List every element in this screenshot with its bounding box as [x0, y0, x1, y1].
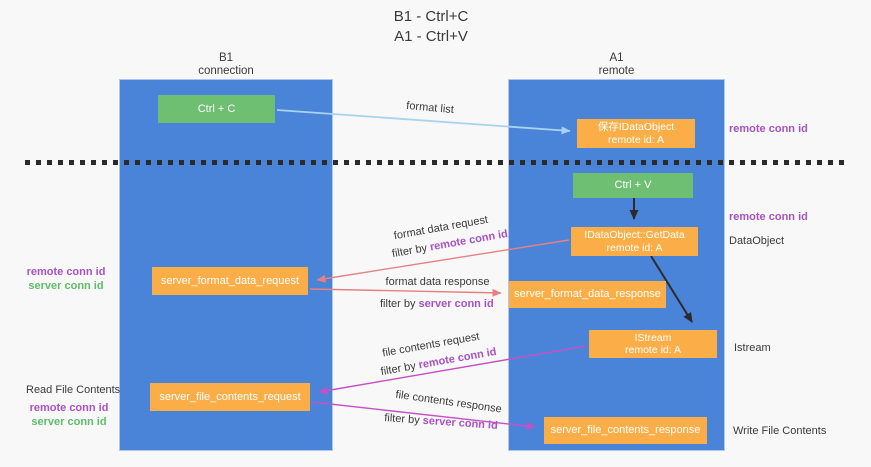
- getdata-line2: remote id: A: [606, 241, 663, 254]
- ctrl-c-node: Ctrl + C: [158, 95, 275, 123]
- getdata-line1: IDataObject::GetData: [584, 229, 685, 241]
- lane-a1-name: A1: [609, 52, 624, 64]
- lane-header-b1: B1 connection: [119, 52, 333, 78]
- server-conn-id-annotation-left: server conn id: [28, 280, 104, 292]
- filter-by-text: filter by: [379, 359, 420, 379]
- lane-header-a1: A1 remote: [508, 52, 725, 78]
- write-file-contents-annotation: Write File Contents: [733, 425, 827, 437]
- server-format-data-request-node: server_format_data_request: [152, 267, 308, 295]
- ctrl-v-label: Ctrl + V: [614, 179, 652, 191]
- session-separator-dashed-line: [25, 160, 845, 165]
- lane-b1-name: B1: [218, 52, 234, 64]
- server-file-contents-request-label: server_file_contents_request: [159, 390, 301, 403]
- filter-by-server-conn-id-label-1: filter by server conn id: [380, 298, 494, 311]
- title-line-1: B1 - Ctrl+C: [393, 8, 469, 25]
- remote-conn-id-annotation-left: remote conn id: [26, 266, 106, 278]
- read-file-contents-annotation: Read File Contents: [26, 384, 121, 396]
- file-contents-response-label: file contents response: [394, 388, 503, 416]
- filter-by-text: filter by: [383, 412, 424, 427]
- dataobject-annotation: DataObject: [729, 235, 785, 247]
- filter-by-text: filter by: [391, 241, 432, 261]
- server-format-data-response-label: server_format_data_response: [514, 288, 661, 300]
- idataobject-getdata-node: IDataObject::GetData remote id: A: [571, 227, 698, 256]
- remote-conn-id-annotation-top: remote conn id: [729, 123, 808, 135]
- server-conn-id-text: server conn id: [422, 414, 499, 432]
- ctrl-v-node: Ctrl + V: [573, 173, 693, 198]
- istream-line1: IStream: [634, 331, 672, 344]
- save-idataobject-line1: 保存IDataObject: [597, 121, 675, 133]
- lane-a1-role: remote: [598, 65, 635, 77]
- format-list-text: format list: [405, 99, 455, 117]
- ctrl-c-label: Ctrl + C: [197, 102, 236, 115]
- istream-annotation: Istream: [734, 342, 771, 354]
- server-file-contents-request-node: server_file_contents_request: [150, 383, 310, 411]
- diagram-title: B1 - Ctrl+C A1 - Ctrl+V: [0, 7, 862, 47]
- format-list-label: format list: [385, 98, 476, 119]
- lane-b1-role: connection: [198, 65, 254, 77]
- server-file-contents-response-label: server_file_contents_response: [550, 424, 701, 436]
- server-format-data-response-node: server_format_data_response: [509, 281, 666, 308]
- save-idataobject-node: 保存IDataObject remote id: A: [577, 119, 695, 148]
- istream-line2: remote id: A: [624, 344, 682, 356]
- format-data-response-arrow: [309, 288, 502, 297]
- conn-id-annotation-group-2: remote conn id server conn id: [24, 401, 114, 429]
- server-conn-id-annotation-bottom: server conn id: [31, 416, 107, 428]
- save-idataobject-line2: remote id: A: [607, 133, 665, 146]
- filter-by-text: filter by: [380, 298, 419, 310]
- conn-id-annotation-group-1: remote conn id server conn id: [20, 265, 112, 293]
- format-data-response-text: format data response: [385, 276, 490, 288]
- server-file-contents-response-node: server_file_contents_response: [544, 417, 707, 444]
- filter-by-server-conn-id-label-2: filter by server conn id: [382, 412, 501, 433]
- server-format-data-request-label: server_format_data_request: [160, 274, 300, 287]
- remote-conn-id-annotation-mid: remote conn id: [729, 211, 808, 223]
- file-contents-response-text: file contents response: [394, 388, 503, 416]
- istream-node: IStream remote id: A: [589, 330, 717, 358]
- format-data-response-label: format data response: [385, 276, 490, 289]
- server-conn-id-text: server conn id: [418, 298, 494, 310]
- remote-conn-id-annotation-bottom: remote conn id: [29, 402, 109, 414]
- title-line-2: A1 - Ctrl+V: [394, 28, 468, 45]
